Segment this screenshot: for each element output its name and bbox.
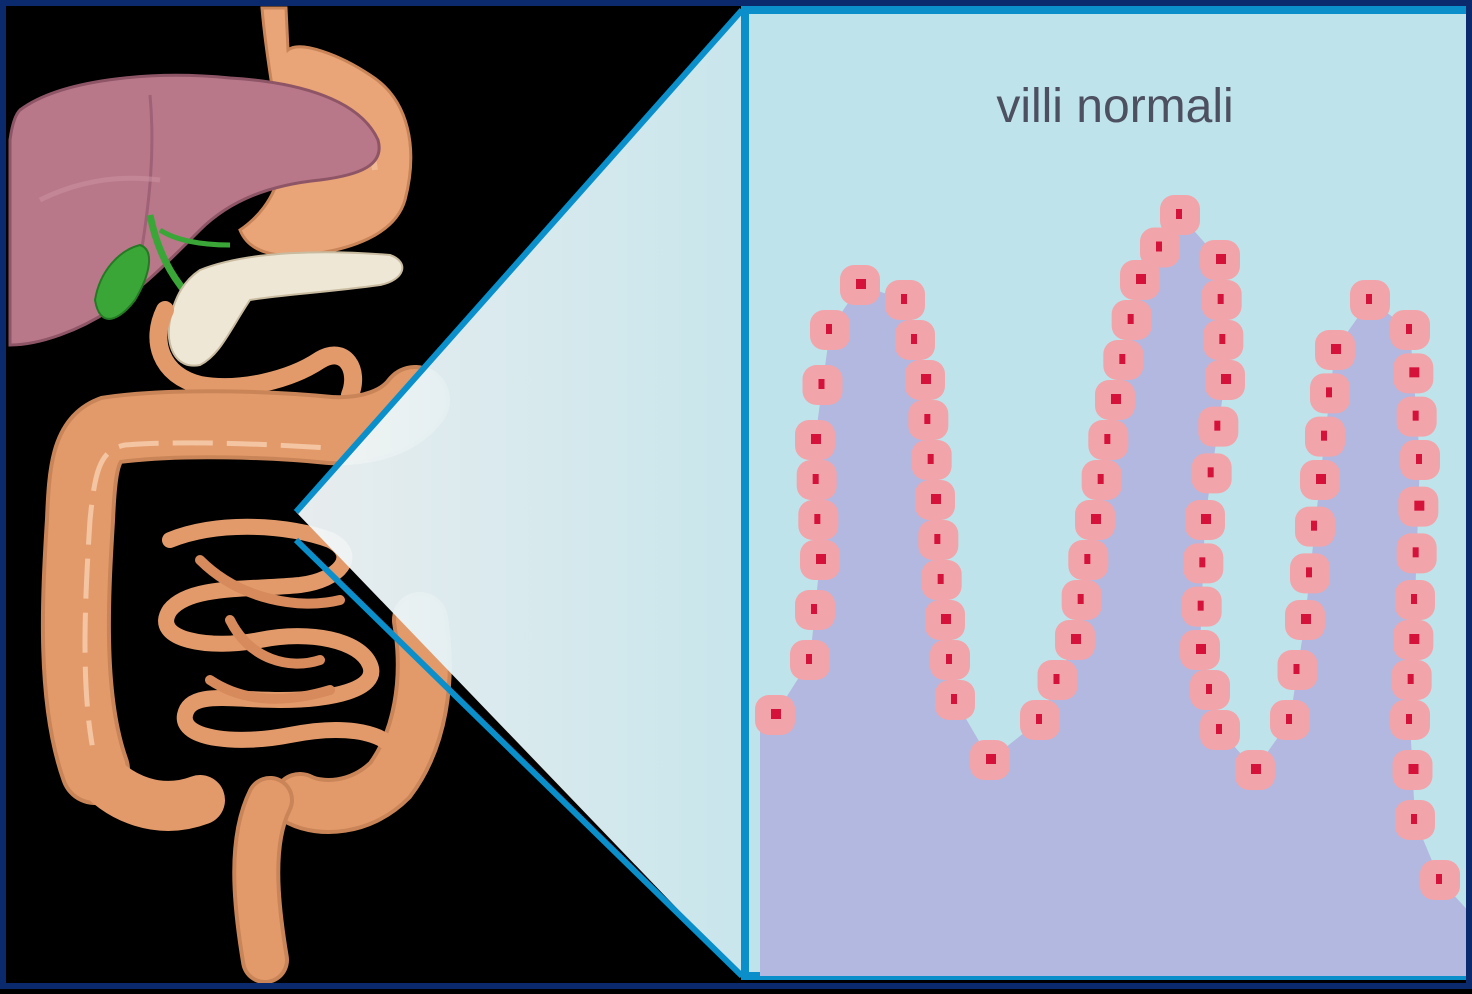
cell-nucleus xyxy=(1411,814,1417,824)
cell-nucleus xyxy=(1078,594,1084,604)
panel-title: villi normali xyxy=(996,80,1233,133)
cell-nucleus xyxy=(1406,324,1412,334)
cell-nucleus xyxy=(938,574,944,584)
cell-nucleus xyxy=(934,534,940,544)
cell-nucleus xyxy=(921,374,931,384)
cell-nucleus xyxy=(941,614,951,624)
cell-nucleus xyxy=(1409,634,1419,644)
cell-nucleus xyxy=(813,474,819,484)
villi-panel: villi normali xyxy=(745,10,1472,976)
cell-nucleus xyxy=(811,604,817,614)
cell-nucleus xyxy=(1406,714,1412,724)
cell-nucleus xyxy=(946,654,952,664)
cell-nucleus xyxy=(1413,411,1419,421)
cell-nucleus xyxy=(1136,274,1146,284)
cell-nucleus xyxy=(1111,394,1121,404)
cell-nucleus xyxy=(1326,387,1332,397)
cell-nucleus xyxy=(1199,557,1205,567)
cell-nucleus xyxy=(1196,644,1206,654)
cell-nucleus xyxy=(1366,294,1372,304)
cell-nucleus xyxy=(1414,501,1424,511)
cell-nucleus xyxy=(951,694,957,704)
cell-nucleus xyxy=(1071,634,1081,644)
cell-nucleus xyxy=(1198,601,1204,611)
cell-nucleus xyxy=(1436,874,1442,884)
cell-nucleus xyxy=(771,709,781,719)
cell-nucleus xyxy=(1208,467,1214,477)
cell-nucleus xyxy=(1176,209,1182,219)
cell-nucleus xyxy=(1286,714,1292,724)
cell-nucleus xyxy=(1091,514,1101,524)
cell-nucleus xyxy=(1221,374,1231,384)
cell-nucleus xyxy=(1409,367,1419,377)
cell-nucleus xyxy=(1251,764,1261,774)
cell-nucleus xyxy=(1409,764,1419,774)
pancreas-organ xyxy=(169,252,403,365)
cell-nucleus xyxy=(1036,714,1042,724)
cell-nucleus xyxy=(928,454,934,464)
cell-nucleus xyxy=(816,554,826,564)
cell-nucleus xyxy=(1321,431,1327,441)
cell-nucleus xyxy=(931,494,941,504)
cell-nucleus xyxy=(1416,454,1422,464)
cell-nucleus xyxy=(1216,724,1222,734)
cell-nucleus xyxy=(811,434,821,444)
cell-nucleus xyxy=(1413,547,1419,557)
cell-nucleus xyxy=(1411,594,1417,604)
cell-nucleus xyxy=(1218,294,1224,304)
cell-nucleus xyxy=(1294,664,1300,674)
cell-nucleus xyxy=(1306,567,1312,577)
cell-nucleus xyxy=(814,514,820,524)
cell-nucleus xyxy=(806,654,812,664)
cell-nucleus xyxy=(1054,674,1060,684)
cell-nucleus xyxy=(911,334,917,344)
cell-nucleus xyxy=(1098,474,1104,484)
cell-nucleus xyxy=(1331,344,1341,354)
cell-nucleus xyxy=(1156,242,1162,252)
cell-nucleus xyxy=(1316,474,1326,484)
cell-nucleus xyxy=(826,324,832,334)
cell-nucleus xyxy=(986,754,996,764)
cell-nucleus xyxy=(1201,514,1211,524)
cell-nucleus xyxy=(1301,614,1311,624)
cell-nucleus xyxy=(924,414,930,424)
cell-nucleus xyxy=(1216,254,1226,264)
cell-nucleus xyxy=(856,279,866,289)
cell-nucleus xyxy=(1219,334,1225,344)
cell-nucleus xyxy=(1128,314,1134,324)
cell-nucleus xyxy=(1084,554,1090,564)
cell-nucleus xyxy=(1104,434,1110,444)
cell-nucleus xyxy=(1311,521,1317,531)
cell-nucleus xyxy=(1119,354,1125,364)
cell-nucleus xyxy=(819,379,825,389)
cell-nucleus xyxy=(901,294,907,304)
cell-nucleus xyxy=(1214,421,1220,431)
cell-nucleus xyxy=(1408,674,1414,684)
cell-nucleus xyxy=(1206,684,1212,694)
